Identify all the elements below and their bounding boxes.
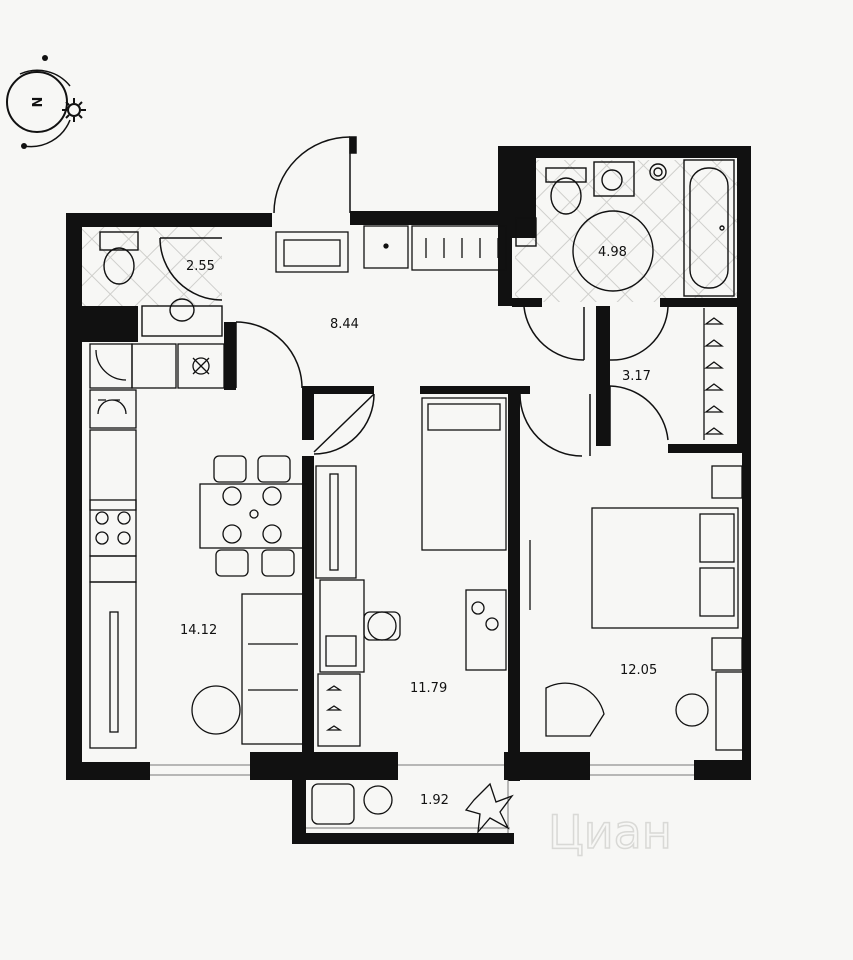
bedroom-small-fixtures [315,397,507,747]
area-label-hall: 8.44 [330,317,359,332]
area-label-kitchen-living: 14.12 [180,623,217,638]
bathroom-fixtures [515,159,735,297]
wc-fixtures [99,231,223,337]
area-label-bedroom-main: 12.05 [620,663,657,678]
hall-fixtures [275,225,507,273]
sun-icon [62,98,86,122]
wardrobe-hangers [703,308,724,440]
area-label-bedroom-small: 11.79 [410,681,447,696]
area-label-bathroom: 4.98 [598,245,627,260]
area-label-wc: 2.55 [186,259,215,274]
walls [66,146,751,844]
area-label-balcony: 1.92 [420,793,449,808]
bedroom-main-fixtures [529,465,745,751]
compass: N [6,55,86,149]
balcony-fixtures [311,782,514,835]
doors [159,136,669,457]
watermark: Циан [548,805,672,859]
kitchen-living-fixtures [89,343,309,749]
compass-letter: N [31,97,46,108]
room-labels: 2.55 8.44 4.98 3.17 14.12 11.79 12.05 1.… [180,245,657,808]
area-label-wardrobe: 3.17 [622,369,651,384]
